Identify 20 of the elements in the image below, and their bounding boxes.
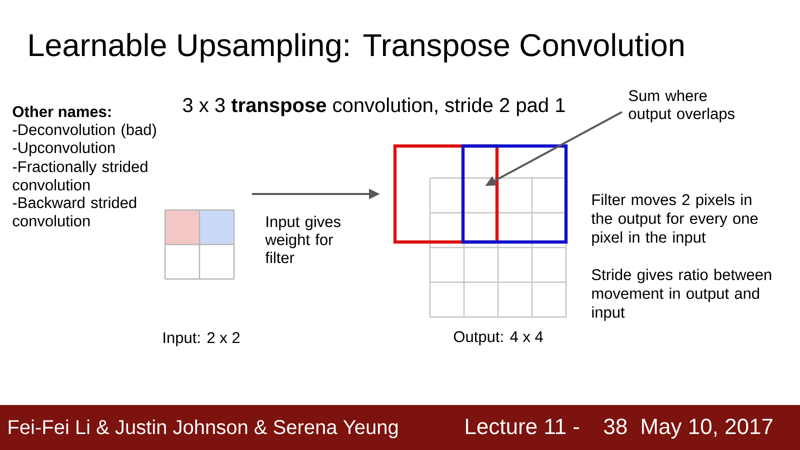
- date-text: May 10, 2017: [642, 418, 772, 439]
- callout-text: Sum where output overlaps: [628, 90, 734, 122]
- list-item: -Backward strided convolution: [12, 196, 136, 226]
- list-item: -Deconvolution (bad): [12, 124, 156, 138]
- grid-caption: Output: 4 x 4: [454, 331, 543, 346]
- edge-label: Input gives weight for filter: [265, 216, 340, 264]
- input-grid: [164, 209, 235, 280]
- note-text: Filter moves 2 pixels in the output for every one pixel in the input: [591, 194, 758, 246]
- note-text: Stride gives ratio between movement in output and input: [592, 268, 772, 321]
- list-item: -Fractionally strided convolution: [12, 160, 148, 190]
- author-names: Fei-Fei Li & Justin Johnson & Serena Yeung: [8, 420, 398, 438]
- grid-caption: Input: 2 x 2: [164, 332, 240, 346]
- page-number: 38: [604, 418, 627, 434]
- subtitle: 3 x 3 transpose convolution, stride 2 pad 1: [183, 98, 565, 116]
- filter-outline: [461, 144, 568, 244]
- lecture-label: Lecture 11 -: [466, 418, 579, 434]
- list-item: -Upconvolution: [12, 142, 115, 156]
- filter-outline: [393, 144, 499, 244]
- list-heading: Other names:: [12, 106, 111, 118]
- slide-title: Learnable Upsampling: Transpose Convolution: [30, 33, 684, 63]
